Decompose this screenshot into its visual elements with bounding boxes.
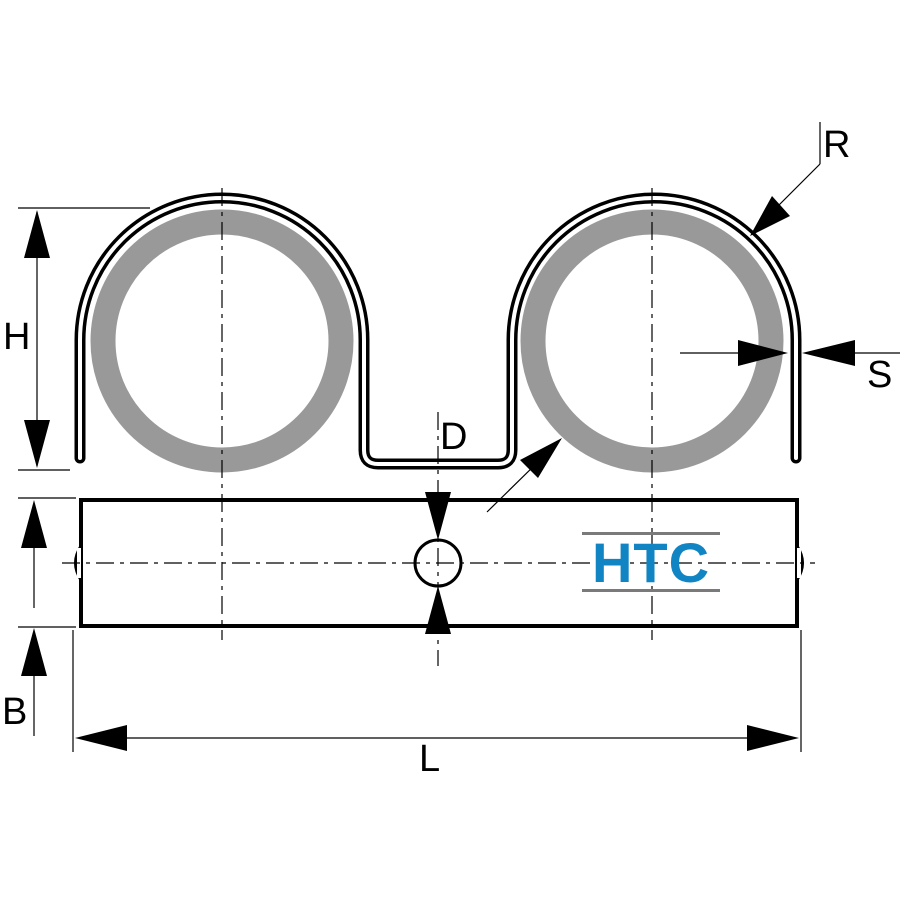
dimension-label-d: D [440,416,468,458]
logo-text: HTC [591,531,711,594]
dimension-s [680,340,900,366]
dimension-r [750,122,821,236]
logo-top-rule [582,532,720,535]
dimension-l [72,630,802,752]
dimension-label-b: B [2,691,28,733]
dimension-label-r: R [823,124,851,166]
dimension-h [18,207,150,471]
dimension-b [18,497,76,736]
htc-logo: HTC [582,532,720,594]
logo-bottom-rule [582,589,720,592]
dimension-label-s: S [867,354,893,396]
dimension-d [425,492,451,634]
dimension-label-h: H [3,316,31,358]
pipe-diameter-leader [486,438,562,513]
dimension-label-l: L [419,738,441,780]
